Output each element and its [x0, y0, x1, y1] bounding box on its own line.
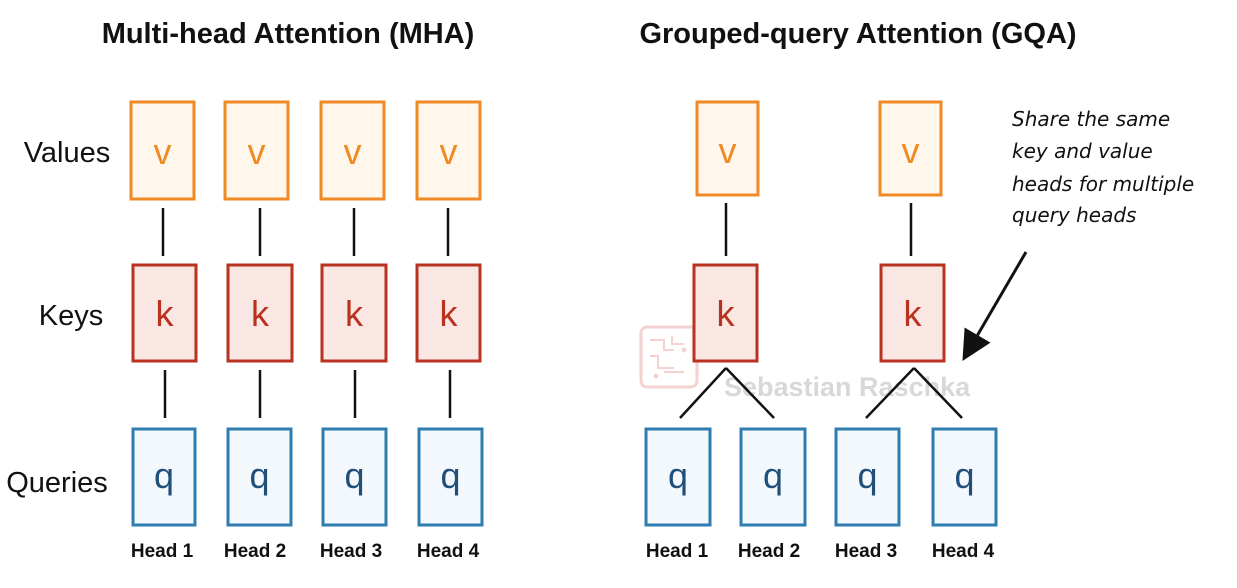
mha-query-box-4: q — [417, 427, 484, 527]
query-letter: q — [154, 455, 174, 496]
mha-query-box-2: q — [226, 427, 293, 527]
gqa-value-box-1: v — [695, 100, 760, 197]
mha-query-box-3: q — [321, 427, 388, 527]
annotation-line-4: query heads — [1012, 203, 1136, 227]
gqa-query-box-4: q — [931, 427, 998, 527]
annotation-line-3: heads for multiple — [1012, 172, 1194, 196]
gqa-head-label-2: Head 2 — [738, 541, 800, 562]
gqa-head-label-4: Head 4 — [932, 541, 995, 562]
annotation-arrow-icon — [962, 251, 1028, 361]
mha-head-label-4: Head 4 — [417, 541, 480, 562]
annotation: Share the same key and value heads for m… — [1012, 107, 1194, 227]
key-letter: k — [440, 293, 459, 334]
gqa-key-box-2: k — [879, 263, 946, 363]
key-letter: k — [345, 293, 364, 334]
mha-key-box-3: k — [320, 263, 388, 363]
key-letter: k — [156, 293, 175, 334]
value-letter: v — [719, 130, 737, 171]
mha-head-label-3: Head 3 — [320, 541, 382, 562]
mha-value-box-2: v — [223, 100, 290, 201]
query-letter: q — [857, 455, 877, 496]
mha-title: Multi-head Attention (MHA) — [102, 18, 475, 50]
watermark-logo-icon — [639, 325, 699, 389]
value-letter: v — [440, 131, 458, 172]
gqa-key-box-1: k — [692, 263, 759, 363]
value-letter: v — [902, 130, 920, 171]
gqa-query-box-1: q — [644, 427, 712, 527]
mha-head-label-1: Head 1 — [131, 541, 194, 562]
query-letter: q — [763, 455, 783, 496]
annotation-line-2: key and value — [1012, 139, 1153, 163]
mha-value-box-3: v — [319, 100, 386, 201]
gqa-query-box-2: q — [739, 427, 807, 527]
gqa-head-label-1: Head 1 — [646, 541, 709, 562]
key-letter: k — [904, 293, 923, 334]
keys-row-label: Keys — [39, 300, 103, 332]
mha-key-box-1: k — [131, 263, 198, 363]
annotation-line-1: Share the same — [1012, 107, 1170, 131]
watermark-text: Sebastian Raschka — [724, 372, 971, 402]
key-letter: k — [717, 293, 736, 334]
values-row-label: Values — [24, 137, 111, 169]
mha-query-box-1: q — [131, 427, 197, 527]
mha-key-box-4: k — [415, 263, 482, 363]
mha-value-box-1: v — [129, 100, 196, 201]
gqa-query-box-3: q — [834, 427, 901, 527]
mha-head-label-2: Head 2 — [224, 541, 286, 562]
mha-connectors — [161, 208, 452, 418]
query-letter: q — [344, 455, 364, 496]
value-letter: v — [154, 131, 172, 172]
query-letter: q — [668, 455, 688, 496]
query-letter: q — [954, 455, 974, 496]
gqa-title: Grouped-query Attention (GQA) — [639, 18, 1076, 50]
gqa-connectors — [679, 203, 963, 419]
key-letter: k — [251, 293, 270, 334]
gqa-value-box-2: v — [878, 100, 943, 197]
value-letter: v — [344, 131, 362, 172]
value-letter: v — [248, 131, 266, 172]
mha-value-box-4: v — [415, 100, 482, 201]
query-letter: q — [249, 455, 269, 496]
mha-key-box-2: k — [226, 263, 294, 363]
query-letter: q — [440, 455, 460, 496]
queries-row-label: Queries — [6, 467, 108, 499]
gqa-head-label-3: Head 3 — [835, 541, 897, 562]
